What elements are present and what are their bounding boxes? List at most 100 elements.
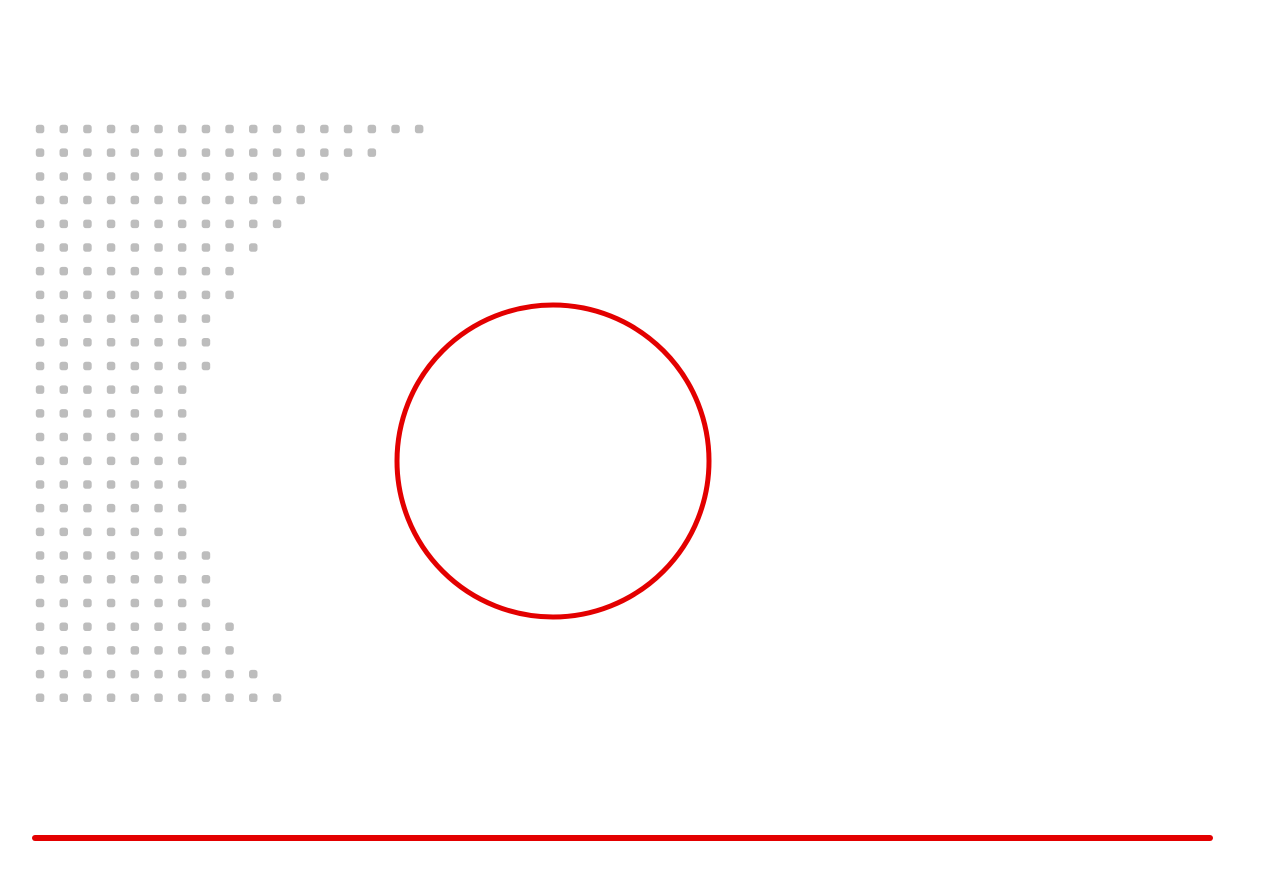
grid-dot [130, 456, 140, 466]
grid-dot [177, 503, 187, 513]
grid-dot [177, 219, 187, 229]
grid-dot [83, 669, 92, 679]
grid-dot [35, 693, 45, 702]
grid-dot [35, 290, 45, 300]
grid-dot [35, 195, 45, 205]
grid-dot [272, 124, 282, 134]
grid-dot [201, 575, 211, 584]
grid-dot [154, 409, 163, 418]
grid-dot [201, 598, 211, 608]
grid-dot [225, 243, 234, 252]
grid-dot [201, 219, 211, 229]
grid-dot [225, 124, 234, 134]
grid-dot [367, 148, 377, 157]
grid-dot [177, 361, 187, 371]
grid-dot [35, 646, 45, 655]
grid-dot [154, 646, 163, 655]
grid-dot [130, 385, 140, 394]
grid-dot [249, 669, 258, 679]
grid-dot [320, 124, 329, 134]
grid-dot [83, 219, 92, 229]
grid-dot [130, 693, 140, 702]
grid-dot [59, 195, 68, 205]
grid-dot [154, 338, 163, 347]
grid-dot [35, 551, 45, 560]
grid-dot [59, 361, 68, 371]
grid-dot [130, 314, 140, 323]
grid-dot [272, 693, 282, 702]
grid-dot [83, 622, 92, 631]
grid-dot [225, 172, 234, 181]
grid-dot [177, 124, 187, 134]
grid-dot [177, 385, 187, 394]
grid-dot [59, 266, 68, 276]
grid-dot [106, 693, 116, 702]
grid-dot [201, 669, 211, 679]
grid-dot [201, 195, 211, 205]
grid-dot [249, 172, 258, 181]
grid-dot [59, 646, 68, 655]
grid-dot [296, 195, 305, 205]
grid-dot [106, 338, 116, 347]
grid-dot [106, 243, 116, 252]
grid-dot [35, 669, 45, 679]
grid-dot [249, 124, 258, 134]
grid-dot [59, 385, 68, 394]
grid-dot [59, 409, 68, 418]
grid-dot [106, 551, 116, 560]
grid-dot [59, 575, 68, 584]
grid-dot [296, 124, 305, 134]
grid-dot [177, 456, 187, 466]
grid-dot [296, 172, 305, 181]
grid-dot [83, 409, 92, 418]
grid-dot [83, 527, 92, 537]
red-ring [394, 302, 712, 620]
grid-dot [154, 361, 163, 371]
grid-dot [106, 361, 116, 371]
grid-dot [106, 598, 116, 608]
grid-dot [225, 219, 234, 229]
grid-dot [83, 551, 92, 560]
grid-dot [177, 669, 187, 679]
grid-dot [59, 551, 68, 560]
grid-dot [106, 219, 116, 229]
grid-dot [177, 338, 187, 347]
grid-dot [130, 361, 140, 371]
grid-dot [59, 172, 68, 181]
grid-dot [154, 503, 163, 513]
grid-dot [83, 148, 92, 157]
grid-dot [59, 148, 68, 157]
grid-dot [177, 551, 187, 560]
grid-dot [83, 361, 92, 371]
grid-dot [225, 195, 234, 205]
grid-dot [154, 148, 163, 157]
grid-dot [201, 551, 211, 560]
grid-dot [225, 693, 234, 702]
grid-dot [35, 385, 45, 394]
grid-dot [106, 432, 116, 442]
grid-dot [201, 266, 211, 276]
grid-dot [106, 575, 116, 584]
grid-dot [154, 124, 163, 134]
grid-dot [83, 456, 92, 466]
grid-dot [83, 693, 92, 702]
grid-dot [130, 503, 140, 513]
grid-dot [177, 290, 187, 300]
grid-dot [154, 243, 163, 252]
grid-dot [83, 195, 92, 205]
grid-dot [177, 622, 187, 631]
grid-dot [343, 124, 353, 134]
grid-dot [35, 266, 45, 276]
grid-dot [201, 314, 211, 323]
grid-dot [177, 480, 187, 489]
grid-dot [154, 266, 163, 276]
grid-dot [130, 527, 140, 537]
grid-dot [154, 598, 163, 608]
grid-dot [35, 409, 45, 418]
grid-dot [225, 669, 234, 679]
grid-dot [59, 669, 68, 679]
grid-dot [225, 622, 234, 631]
grid-dot [154, 622, 163, 631]
